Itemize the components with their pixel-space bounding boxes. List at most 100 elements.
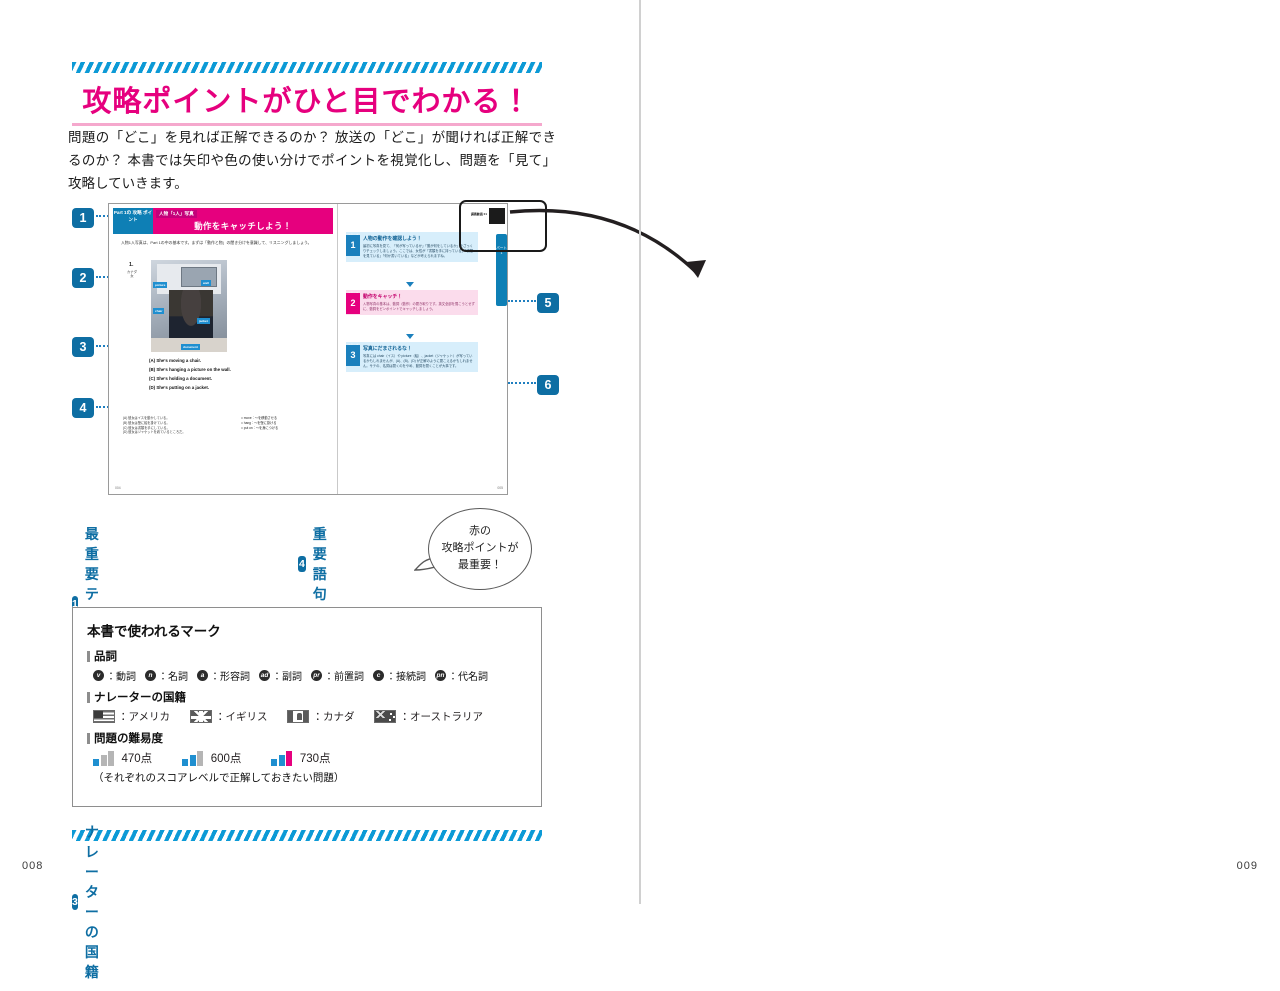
preview-step-1: ステップ 1 人物の動作を確認しよう！ 最初に写真を見て、「何が写っているか」「… [346,232,478,262]
preview-title-bar: 人物「1人」写真 動作をキャッチしよう！ [153,208,333,234]
emphasis-speech-bubble: 赤の 攻略ポイントが 最重要！ [428,508,532,590]
difficulty-score-730: 730点 [299,753,331,765]
pos-item-adjective: a ：形容詞 [197,668,250,683]
nationality-item-usa: ：アメリカ [93,709,170,724]
preview-step-3-body: 写真には chair（イス）や picture（絵）、jacket（ジャケット）… [363,354,473,368]
preview-vocab-box: □ move：〜を移動させる □ hang：〜を壁に掛ける □ put on：〜… [241,416,279,430]
preview-photo: picture wall chair jacket document [151,260,227,352]
nationality-item-uk: ：イギリス [189,709,268,724]
nationality-heading-text: ナレーターの国籍 [94,692,186,704]
nationality-section-heading: ナレーターの国籍 [87,689,527,705]
difficulty-note: （それぞれのスコアレベルで正解しておきたい問題） [93,772,345,784]
preposition-badge-icon: pr [311,670,322,681]
callout-number-6: 6 [537,375,559,395]
book-spread-preview: Part 1の 攻略 ポイント 人物「1人」写真 動作をキャッチしよう！ 人物1… [108,203,508,495]
leader-dots-6 [508,382,536,384]
page-title: 攻略ポイントがひと目でわかる！ [72,78,542,126]
preview-speaker-label: カナダ 女 [126,270,138,279]
pos-label-adverb: ：副詞 [272,672,302,683]
preview-intro-text: 人物1人写真は、Part 1の中の基本です。まずは「動作と物」の聞き分けを意識し… [121,240,312,245]
preview-qr-code [489,208,505,224]
callout-number-5: 5 [537,293,559,313]
photo-tag-chair: chair [153,308,165,314]
section-bar-icon-3 [87,732,90,744]
verb-badge-icon: v [93,670,104,681]
difficulty-bars-icon-730 [271,751,294,766]
adjective-badge-icon: a [197,670,208,681]
preview-choices: (A) She's moving a chair. (B) She's hang… [149,356,329,392]
preview-step-3-title: 写真にだまされるな！ [363,347,412,352]
pos-label-verb: ：動詞 [106,672,136,683]
preview-part-tab: Part 1の 攻略 ポイント [113,208,153,234]
section-bar-icon [87,650,90,662]
pos-item-pronoun: pn ：代名詞 [435,668,488,683]
canada-flag-icon [287,710,310,723]
difficulty-item-730: 730点 [271,750,331,766]
difficulty-items-row: 470点 600点 730点 [87,750,527,766]
pos-label-adjective: ：形容詞 [210,672,250,683]
preview-step-3-number: 3 [346,345,360,366]
preview-right-page: 講義動画 01 ステップ 1 人物の動作を確認しよう！ 最初に写真を見て、「何が… [338,204,507,494]
legend-item-3: 3 ナレーターの国籍 [72,822,109,982]
top-stripe-rule [72,62,542,73]
photo-picture [181,267,217,287]
pos-section-heading: 品詞 [87,648,527,664]
preview-folio-right: 005 [497,486,503,490]
pos-item-verb: v ：動詞 [93,668,136,683]
difficulty-bars-icon-470 [93,751,116,766]
pos-heading-text: 品詞 [94,651,117,663]
preview-step-2: ステップ 2 動作をキャッチ！ 人物写真の基本は、動詞（動作）の聞き取りです。英… [346,290,478,315]
conjunction-badge-icon: c [373,670,384,681]
preview-step-2-title: 動作をキャッチ！ [363,295,403,300]
legend-label-4: 重要語句 [312,526,327,602]
legend-number-3: 3 [72,894,78,910]
preview-choice-d: (D) She's putting on a jacket. [149,385,210,391]
pos-item-conjunction: c ：接続詞 [373,668,426,683]
difficulty-heading-text: 問題の難易度 [94,733,163,745]
preview-choice-a: (A) She's moving a chair. [149,358,202,363]
pronoun-badge-icon: pn [435,670,446,681]
nationality-label-uk: ：イギリス [214,711,268,723]
australia-flag-icon [374,710,397,723]
bottom-stripe-rule [72,830,542,841]
preview-step-1-title: 人物の動作を確認しよう！ [363,237,422,242]
preview-gutter [337,204,338,494]
left-page: 攻略ポイントがひと目でわかる！ 問題の「どこ」を見れば正解できるのか？ 放送の「… [0,0,706,980]
legend-label-3: ナレーターの国籍 [84,824,99,980]
adverb-badge-icon: ad [259,670,270,681]
preview-header-bar: Part 1の 攻略 ポイント 人物「1人」写真 動作をキャッチしよう！ [113,208,333,234]
preview-left-page: Part 1の 攻略 ポイント 人物「1人」写真 動作をキャッチしよう！ 人物1… [109,204,337,494]
callout-number-1: 1 [72,208,94,228]
pos-items-row: v ：動詞 n ：名詞 a ：形容詞 ad ：副詞 pr ：前置詞 c ：接続詞 [87,668,527,683]
qr-zoom-highlight [459,200,547,252]
nationality-label-canada: ：カナダ [312,711,355,723]
difficulty-section-heading: 問題の難易度 [87,730,527,746]
nationality-item-australia: ：オーストラリア [374,709,483,724]
photo-tag-picture: picture [153,282,168,288]
lead-paragraph: 問題の「どこ」を見れば正解できるのか？ 放送の「どこ」が聞ければ正解できるのか？… [68,130,556,192]
preview-choice-c: (C) She's holding a document. [149,376,213,382]
preview-folio-left: 004 [115,486,121,490]
photo-tag-jacket: jacket [197,318,210,324]
preview-question-number: 1. [129,262,134,268]
folio-right: 009 [1236,860,1258,872]
preview-choice-b: (B) She's hanging a picture on the wall. [149,367,231,373]
pos-label-preposition: ：前置詞 [324,672,364,683]
pos-label-pronoun: ：代名詞 [448,672,488,683]
preview-step-3: ステップ 3 写真にだまされるな！ 写真には chair（イス）や pictur… [346,342,478,372]
preview-part-sidebar: パート 1 [496,234,507,306]
leader-dots-5 [508,300,536,302]
preview-step-1-body: 最初に写真を見て、「何が写っているか」「誰が何をしているか」をざっくりチェックし… [363,244,474,258]
difficulty-item-470: 470点 [93,750,152,766]
preview-arrow-2 [406,334,414,339]
noun-badge-icon: n [145,670,156,681]
section-bar-icon-2 [87,691,90,703]
preview-sub-tag: 人物「1人」写真 [156,210,197,218]
preview-main-title: 動作をキャッチしよう！ [194,221,292,231]
preview-step-2-number: 2 [346,293,360,314]
nationality-label-usa: ：アメリカ [118,711,170,723]
difficulty-bars-icon-600 [182,751,205,766]
difficulty-score-470: 470点 [121,753,153,765]
folio-left: 008 [22,860,44,872]
callout-number-3: 3 [72,337,94,357]
